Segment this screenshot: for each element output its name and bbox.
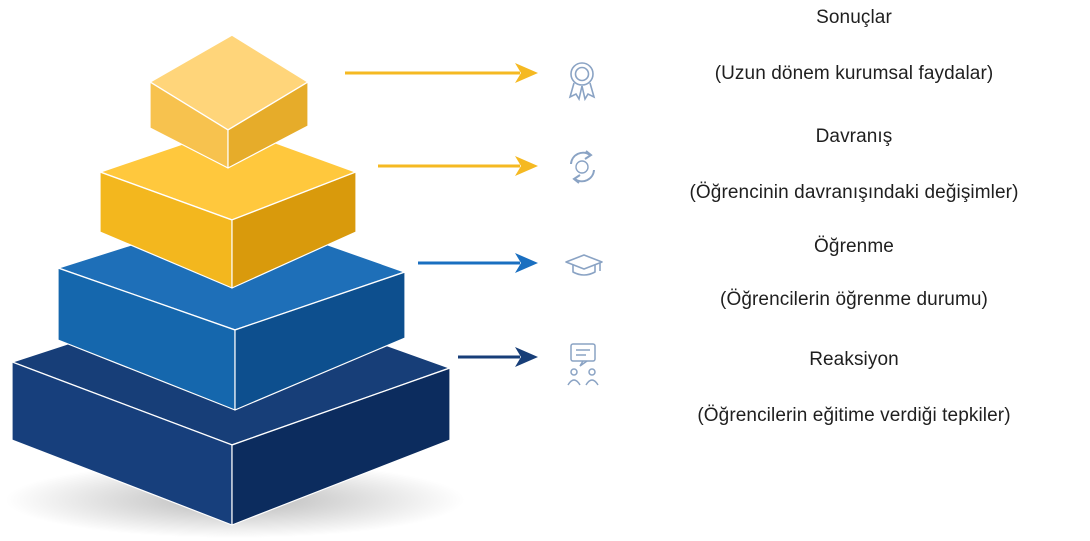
level-description-davranis: (Öğrencinin davranışındaki değişimler) bbox=[689, 182, 1019, 203]
level-description-sonuclar: (Uzun dönem kurumsal faydalar) bbox=[714, 63, 994, 84]
layer-right-face bbox=[234, 271, 406, 411]
connector-arrow-davranis bbox=[378, 156, 538, 176]
pyramid-layer-davranis bbox=[99, 126, 357, 289]
level-description-reaksiyon: (Öğrencilerin eğitime verdiği tepkiler) bbox=[697, 405, 1011, 426]
connector-arrow-ogrenme bbox=[418, 253, 538, 273]
refresh-cycle-icon bbox=[570, 150, 595, 184]
level-description-ogrenme: (Öğrencilerin öğrenme durumu) bbox=[720, 289, 988, 310]
pyramid-layer-sonuclar bbox=[149, 34, 309, 169]
graduation-cap-icon bbox=[565, 254, 603, 276]
feedback-people-icon bbox=[567, 343, 599, 386]
level-title-ogrenme: Öğrenme bbox=[814, 236, 894, 257]
level-title-sonuclar: Sonuçlar bbox=[816, 7, 892, 28]
connector-arrow-reaksiyon bbox=[458, 347, 538, 367]
level-title-reaksiyon: Reaksiyon bbox=[809, 349, 899, 370]
level-title-davranis: Davranış bbox=[815, 126, 893, 147]
layer-right-face bbox=[231, 171, 357, 289]
connector-arrow-sonuclar bbox=[345, 63, 538, 83]
layer-right-face bbox=[227, 81, 309, 169]
layer-right-face bbox=[231, 367, 451, 526]
award-medal-icon bbox=[568, 62, 596, 102]
